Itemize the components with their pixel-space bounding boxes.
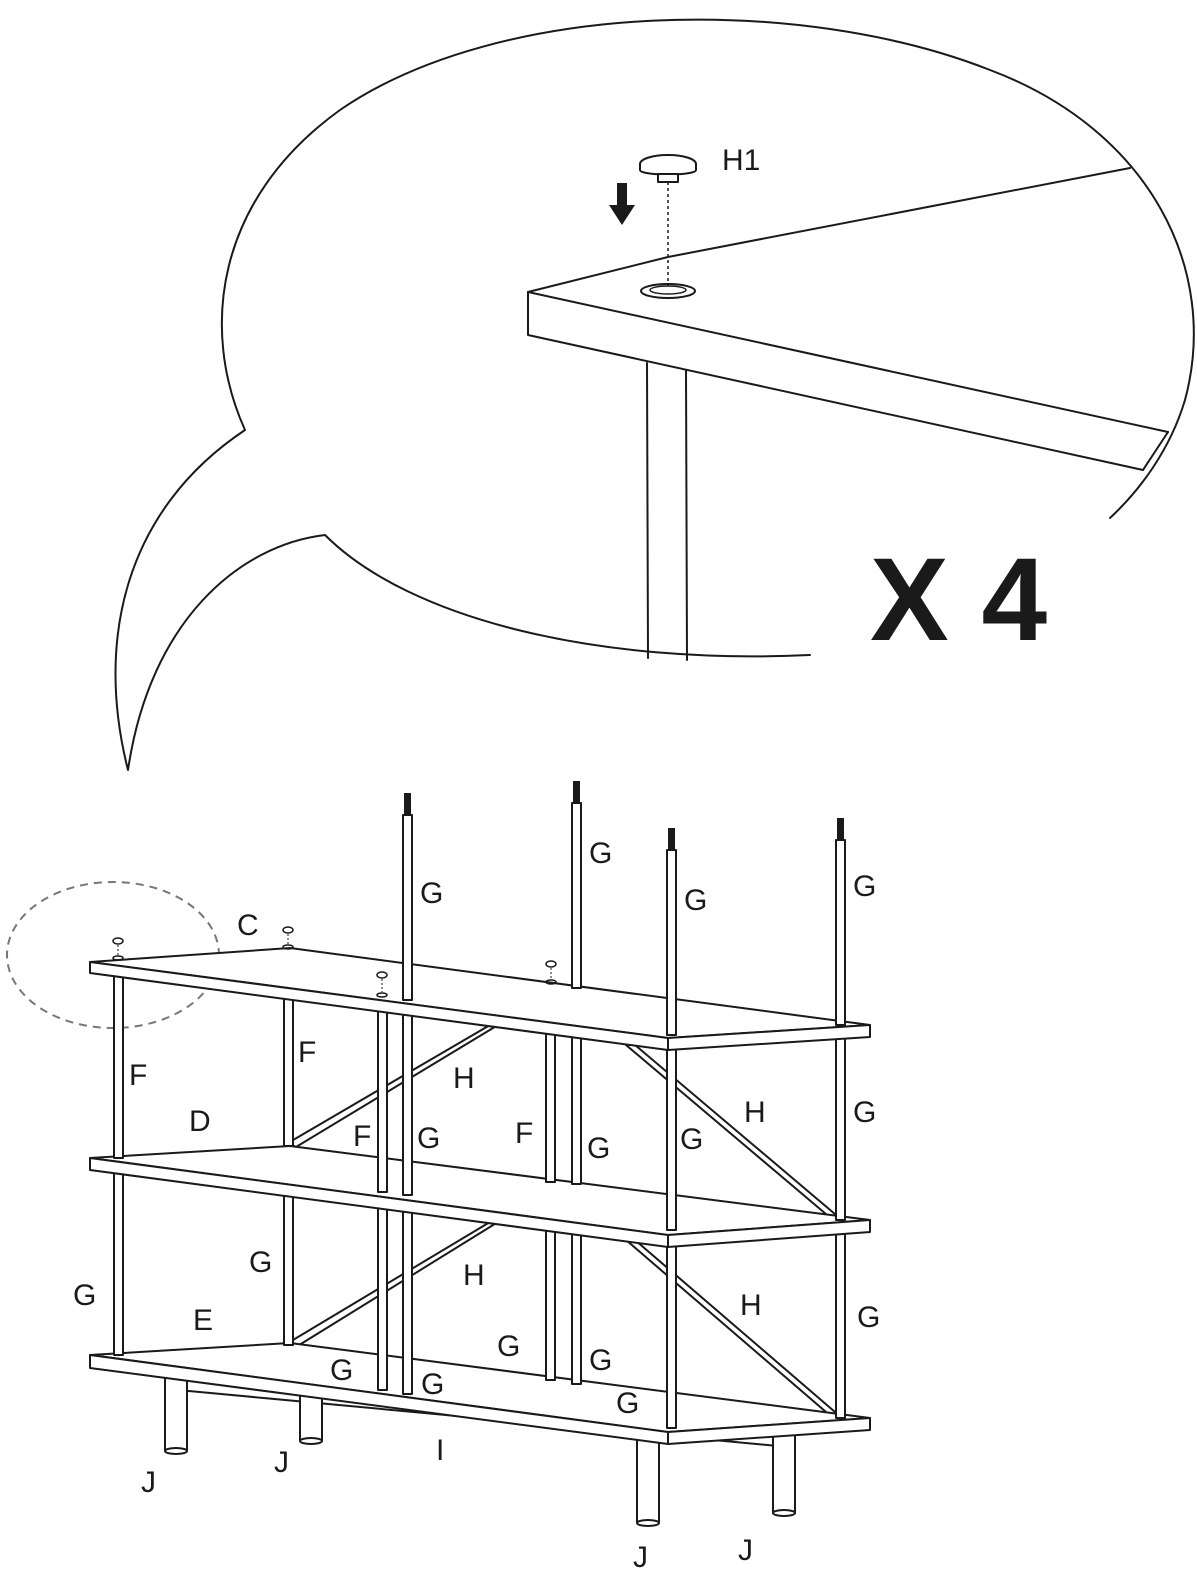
board-front-face	[527, 291, 1144, 471]
shelf-assembly: C D E I F F F F G G G G G G G G G G G G …	[73, 781, 880, 1569]
rod-g-lower-1	[113, 1159, 124, 1356]
foot-cap-icon	[299, 1437, 323, 1445]
rod-g-top-2	[571, 802, 582, 989]
thread-icon	[837, 818, 844, 840]
leg-j-4	[772, 1429, 796, 1513]
rod-f-3	[377, 1004, 388, 1193]
h1-cap-icon	[639, 154, 697, 183]
label-g: G	[680, 1123, 703, 1156]
foot-cap-icon	[772, 1509, 796, 1517]
leg-line-left	[646, 362, 649, 659]
label-h: H	[744, 1096, 766, 1129]
part-label-h1: H1	[722, 144, 760, 177]
label-f: F	[129, 1059, 147, 1092]
rod-g-mid-4	[835, 1029, 846, 1221]
thread-icon	[573, 781, 580, 803]
label-f: F	[515, 1117, 533, 1150]
label-h: H	[463, 1259, 485, 1292]
rod-f-1	[113, 969, 124, 1159]
label-h: H	[740, 1289, 762, 1322]
foot-cap-icon	[164, 1447, 188, 1455]
label-g: G	[73, 1279, 96, 1312]
label-g: G	[330, 1354, 353, 1387]
h1-cap-icon	[112, 937, 124, 961]
top-caps	[112, 926, 557, 998]
thread-icon	[668, 828, 675, 850]
label-d: D	[189, 1105, 211, 1138]
shelf-d-side	[667, 1219, 871, 1248]
rod-g-mid-2	[571, 1031, 582, 1185]
label-g: G	[616, 1387, 639, 1420]
label-j: J	[633, 1541, 648, 1569]
h1-cap-icon	[545, 960, 557, 985]
rod-g-lower-3	[377, 1193, 388, 1391]
label-j: J	[141, 1466, 156, 1499]
part-labels: C D E I F F F F G G G G G G G G G G G G …	[73, 837, 880, 1569]
label-c: C	[237, 909, 259, 942]
label-f: F	[353, 1120, 371, 1153]
board-right-edge	[1142, 431, 1169, 471]
rod-g-mid-1	[402, 1007, 413, 1196]
rod-g-lower-8	[835, 1219, 846, 1419]
label-g: G	[853, 870, 876, 903]
detail-callout: H1 X 4	[114, 18, 1195, 771]
rods-upper	[402, 781, 846, 1036]
quantity-multiplier: X 4	[870, 534, 1047, 666]
label-g: G	[420, 877, 443, 910]
foot-cap-icon	[636, 1519, 660, 1527]
rod-f-4	[545, 1029, 556, 1183]
board-top-edge	[527, 291, 1169, 433]
rod-f-2	[283, 989, 294, 1147]
label-h: H	[453, 1062, 475, 1095]
hole-inner	[649, 285, 687, 295]
rod-g-lower-7	[666, 1229, 677, 1429]
label-g: G	[417, 1122, 440, 1155]
label-g: G	[421, 1368, 444, 1401]
label-j: J	[274, 1446, 289, 1479]
label-g: G	[497, 1330, 520, 1363]
rod-g-top-4	[835, 839, 846, 1026]
rod-g-lower-4	[402, 1195, 413, 1395]
h1-cap-icon	[376, 971, 388, 998]
label-f: F	[298, 1036, 316, 1069]
rod-g-mid-3	[666, 1039, 677, 1231]
leg-line-right	[685, 369, 688, 661]
label-g: G	[587, 1132, 610, 1165]
rod-g-top-1	[402, 814, 413, 1001]
detail-board: H1	[527, 144, 1169, 661]
label-g: G	[589, 837, 612, 870]
label-g: G	[853, 1096, 876, 1129]
label-i: I	[436, 1434, 444, 1467]
leg-j-3	[636, 1431, 660, 1523]
label-g: G	[684, 884, 707, 917]
down-arrow-icon	[609, 183, 635, 225]
shelf-c-side	[667, 1024, 871, 1051]
h1-cap-icon	[282, 926, 294, 950]
leg-j-1	[164, 1371, 188, 1451]
label-g: G	[249, 1246, 272, 1279]
label-g: G	[589, 1344, 612, 1377]
label-g: G	[857, 1301, 880, 1334]
callout-bubble-outline	[114, 18, 1195, 771]
label-j: J	[738, 1534, 753, 1567]
label-e: E	[193, 1304, 213, 1337]
shelf-e-side	[667, 1417, 871, 1445]
thread-icon	[404, 793, 411, 815]
rod-g-top-3	[666, 849, 677, 1036]
